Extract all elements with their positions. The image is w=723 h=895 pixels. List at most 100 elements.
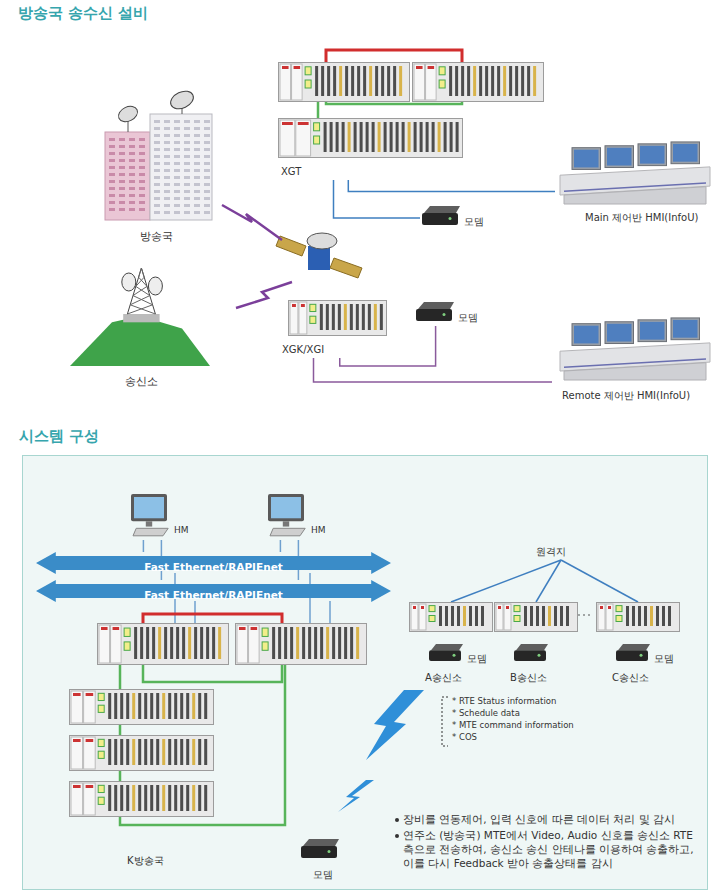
building-illustration-part: [164, 183, 170, 186]
plc-rack-part: [536, 606, 539, 626]
building-illustration-part: [184, 148, 190, 151]
building-illustration-part: [184, 141, 190, 144]
building-illustration-part: [164, 155, 170, 158]
modem-icon-part: [303, 839, 339, 846]
modem-icon: [416, 302, 454, 321]
note-wrap: 연주소 (방송국) MTE에서 Video, Audio 신호를 송신소 RTE…: [403, 828, 703, 870]
hm-computer: HM: [129, 494, 201, 540]
plc-rack-part: [262, 628, 268, 636]
plc-rack-part: [134, 627, 137, 659]
plc-rack-part: [71, 691, 83, 723]
plc-rack-part: [481, 606, 484, 626]
building-illustration-part: [109, 201, 115, 204]
plc-rack: [279, 119, 463, 158]
building-illustration-part: [150, 114, 212, 220]
network-drop: [194, 601, 196, 623]
console-picture: [560, 316, 710, 380]
plc-rack-part: [278, 627, 281, 659]
building-illustration-part: [109, 152, 115, 155]
building-illustration-part: [194, 169, 200, 172]
plc-rack-part: [237, 625, 248, 663]
plc-rack-part: [444, 122, 447, 152]
title-wrap: 방송국 송수신 설비: [18, 3, 148, 23]
plc-rack-part: [366, 122, 369, 152]
plc-rack-part: [204, 693, 207, 719]
plc-rack-part: [414, 64, 425, 100]
node-label: 송신소: [125, 375, 158, 389]
building-illustration-part: [164, 211, 170, 214]
plc-rack-part: [451, 606, 454, 626]
building-illustration-part: [204, 162, 210, 165]
plc-rack-part: [496, 604, 503, 630]
hmi-console-part: [564, 183, 706, 191]
rack-picture: [494, 602, 578, 632]
building-illustration-part: [174, 197, 180, 200]
plc-rack-part: [174, 693, 177, 719]
building-illustration-part: [129, 173, 135, 176]
rack-picture: [278, 118, 463, 158]
text-wrap: Remote 제어반 HMI(InfoU): [562, 384, 690, 403]
building-illustration-part: [154, 204, 160, 207]
modem-icon-part: [301, 846, 337, 858]
computer-icon: [268, 494, 305, 536]
plc-rack-part: [150, 785, 153, 811]
plc-rack-part: [192, 693, 195, 719]
hmi-console-part: [572, 148, 601, 170]
plc-rack-part: [414, 122, 417, 152]
computer-icon-part: [271, 497, 301, 518]
plc-rack-part: [438, 122, 441, 152]
plc-rack-part: [554, 606, 557, 626]
plc-rack-part: [279, 63, 410, 102]
transmitter-site: 송신소: [70, 262, 210, 391]
building-illustration-part: [194, 141, 200, 144]
building-illustration-part: [109, 166, 115, 169]
plc-rack: [70, 782, 214, 817]
plc-rack-part: [381, 66, 384, 96]
building-illustration-part: [194, 148, 200, 151]
plc-rack-part: [272, 627, 275, 659]
building-illustration-part: [109, 194, 115, 197]
text-wrap: 모뎀: [654, 647, 674, 666]
modem-picture: [512, 644, 548, 662]
modem: 모뎀: [414, 302, 486, 326]
hmi-console-part: [640, 322, 665, 340]
plc-rack-part: [298, 122, 309, 125]
computer-icon-part: [133, 528, 168, 535]
building-illustration-part: [204, 176, 210, 179]
hmi-console: Remote 제어반 HMI(InfoU): [552, 316, 715, 404]
satellite-part: [308, 246, 330, 270]
plc-rack-part: [330, 122, 333, 152]
bullet-note: 연주소 (방송국) MTE에서 Video, Audio 신호를 송신소 RTE…: [403, 828, 703, 870]
plc-rack-part: [239, 627, 246, 630]
plc-rack-part: [186, 693, 189, 719]
node-label: XGK/XGI: [282, 343, 324, 356]
hmi-console-part: [673, 320, 698, 338]
plc-rack-part: [506, 606, 509, 609]
node-label: Remote 제어반 HMI(InfoU): [562, 389, 690, 402]
computer-icon-part: [134, 497, 164, 518]
building-illustration-part: [154, 190, 160, 193]
plc-rack-part: [469, 606, 472, 626]
node-label: B송신소: [510, 671, 547, 684]
plc-rack-part: [162, 739, 165, 765]
network-band: Fast Ethernet/RAPIEnet: [36, 580, 391, 604]
text-wrap: 모뎀: [313, 863, 333, 882]
mountain-tower-part: [141, 268, 144, 277]
plc-rack-part: [140, 627, 143, 659]
plc-rack-part: [84, 783, 96, 815]
hmi-console-part: [572, 324, 601, 346]
plc-rack-part: [339, 66, 342, 96]
building-illustration-part: [164, 169, 170, 172]
plc-rack-part: [387, 66, 390, 96]
connector-line: [280, 540, 282, 552]
hmi-console-part: [607, 148, 632, 166]
plc-rack-part: [638, 606, 641, 626]
section-heading: 시스템 구성: [19, 427, 99, 447]
plc-rack-part: [294, 66, 301, 69]
wireless-bolt: [366, 690, 424, 760]
plc-rack: [495, 603, 578, 632]
plc-rack-part: [98, 739, 104, 746]
plc-rack-part: [98, 785, 104, 792]
plc-rack-part: [348, 122, 351, 152]
